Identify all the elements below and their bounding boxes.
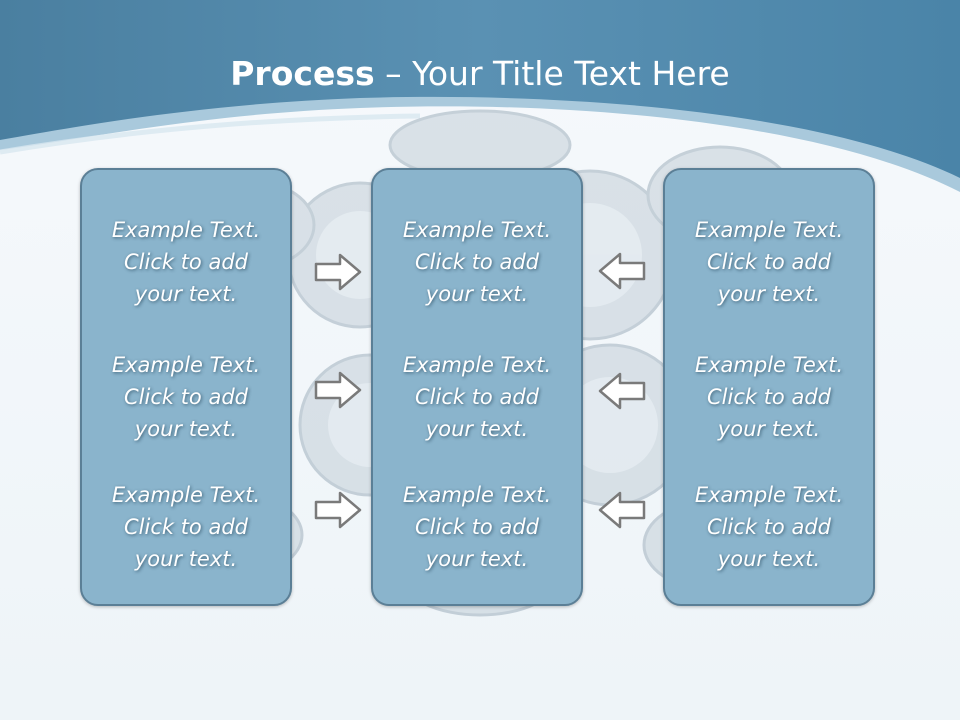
text-line: your text. [425,282,529,306]
text-line: your text. [717,547,821,571]
text-line: Click to add [706,250,831,274]
text-block[interactable]: Example Text. Click to add your text. [373,479,581,575]
arrow-right-icon [314,371,362,409]
text-line: Example Text. [111,483,261,507]
text-line: Example Text. [402,353,552,377]
text-line: Click to add [123,250,248,274]
text-line: Example Text. [111,218,261,242]
text-line: Click to add [123,515,248,539]
arrow-left-icon [598,372,646,410]
text-line: Example Text. [111,353,261,377]
text-block[interactable]: Example Text. Click to add your text. [373,214,581,310]
arrow-left-icon [598,252,646,290]
text-line: your text. [134,547,238,571]
arrow-left-icon [598,491,646,529]
text-line: Click to add [706,385,831,409]
text-line: Click to add [123,385,248,409]
panel-right[interactable]: Example Text. Click to add your text. Ex… [663,168,875,606]
text-line: your text. [134,417,238,441]
text-line: Example Text. [694,353,844,377]
text-line: your text. [425,547,529,571]
text-block[interactable]: Example Text. Click to add your text. [82,479,290,575]
text-line: your text. [717,417,821,441]
text-line: Click to add [414,385,539,409]
text-block[interactable]: Example Text. Click to add your text. [665,479,873,575]
panel-center[interactable]: Example Text. Click to add your text. Ex… [371,168,583,606]
arrow-right-icon [314,253,362,291]
text-line: Click to add [414,515,539,539]
panel-left[interactable]: Example Text. Click to add your text. Ex… [80,168,292,606]
text-line: Click to add [414,250,539,274]
text-line: Example Text. [694,218,844,242]
page-title: Process – Your Title Text Here [0,52,960,96]
title-rest: – Your Title Text Here [374,54,730,93]
text-block[interactable]: Example Text. Click to add your text. [665,349,873,445]
arrow-right-icon [314,491,362,529]
text-line: Click to add [706,515,831,539]
text-line: your text. [425,417,529,441]
text-line: your text. [717,282,821,306]
text-line: Example Text. [402,483,552,507]
text-block[interactable]: Example Text. Click to add your text. [82,349,290,445]
header-wave-background [0,0,960,192]
text-block[interactable]: Example Text. Click to add your text. [373,349,581,445]
text-line: Example Text. [402,218,552,242]
text-line: Example Text. [694,483,844,507]
text-block[interactable]: Example Text. Click to add your text. [82,214,290,310]
title-bold: Process [230,54,375,93]
text-line: your text. [134,282,238,306]
text-block[interactable]: Example Text. Click to add your text. [665,214,873,310]
